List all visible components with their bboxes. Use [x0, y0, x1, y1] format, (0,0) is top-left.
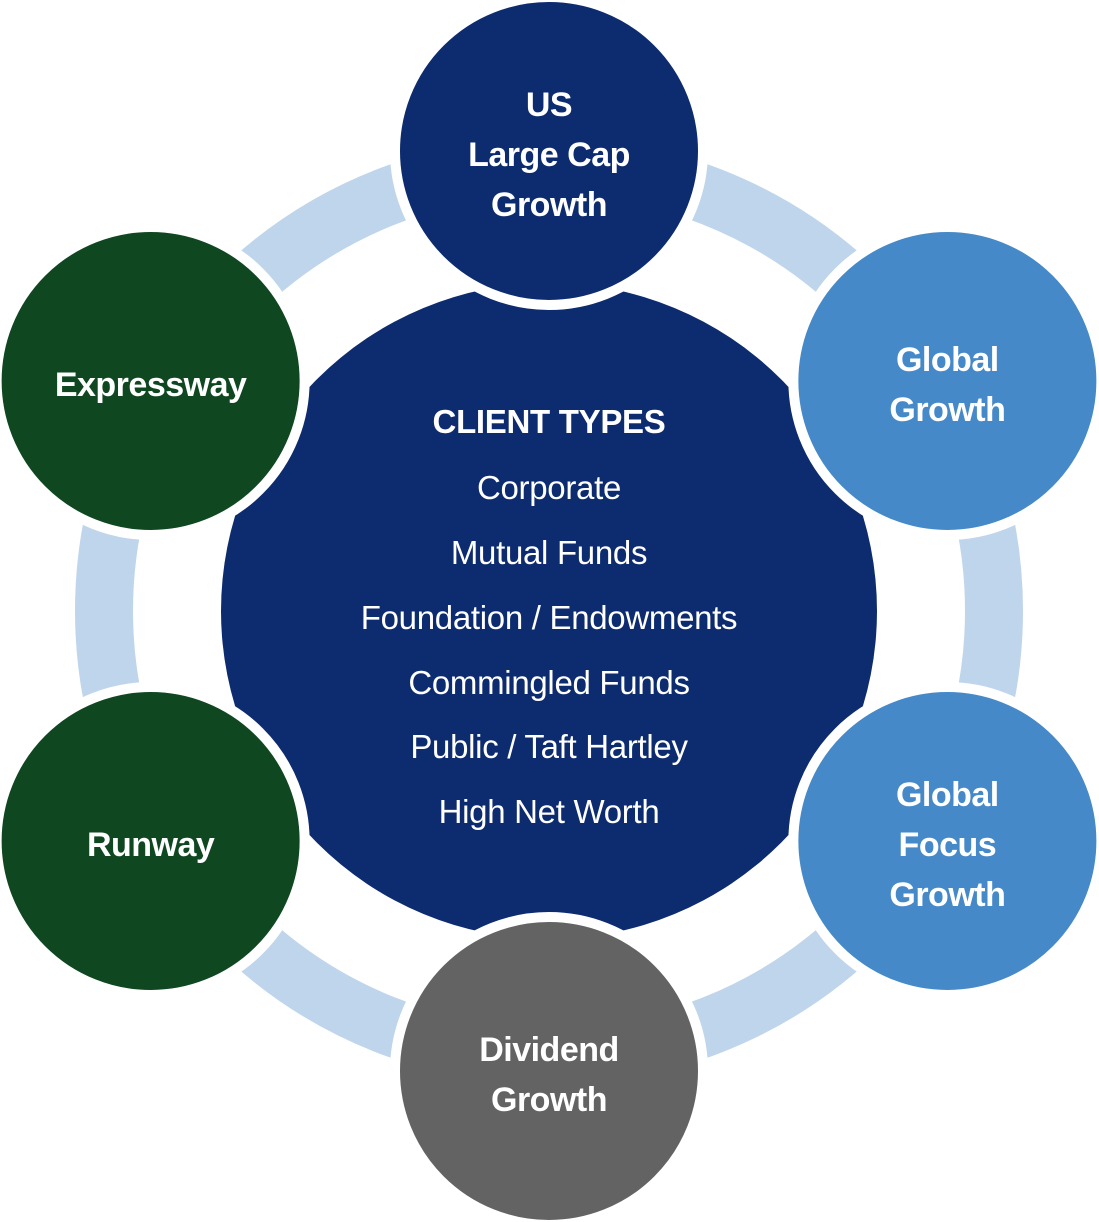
strategy-label-line: Growth: [491, 186, 607, 224]
client-types-list: CLIENT TYPES Corporate Mutual Funds Foun…: [361, 403, 738, 830]
client-type-item: Foundation / Endowments: [361, 599, 738, 636]
strategy-label-line: Growth: [491, 1081, 607, 1119]
client-types-circle: [221, 283, 877, 939]
strategy-label-line: Runway: [87, 826, 215, 864]
strategy-label-line: US: [526, 86, 572, 124]
client-type-item: Mutual Funds: [451, 534, 647, 571]
strategy-label-line: Global: [896, 776, 999, 814]
client-types-title: CLIENT TYPES: [433, 403, 666, 440]
strategy-circle: [0, 682, 310, 1000]
strategy-circle: [0, 222, 310, 540]
strategy-label-line: Growth: [889, 391, 1005, 429]
client-type-item: Commingled Funds: [408, 664, 689, 701]
strategy-node-runway: Runway: [0, 682, 310, 1000]
strategy-circle: [788, 682, 1099, 1000]
strategy-circle: [390, 0, 708, 310]
strategy-label-line: Large Cap: [468, 136, 630, 174]
strategy-circle: [788, 222, 1099, 540]
client-type-item: Public / Taft Hartley: [410, 728, 688, 765]
strategy-node-expressway: Expressway: [0, 222, 310, 540]
strategy-circle: [390, 912, 708, 1222]
strategy-label-line: Dividend: [479, 1031, 619, 1069]
client-type-item: Corporate: [477, 469, 621, 506]
client-type-item: High Net Worth: [439, 793, 660, 830]
strategy-label-line: Expressway: [55, 366, 247, 404]
strategy-label-line: Global: [896, 341, 999, 379]
strategy-label-line: Growth: [889, 876, 1005, 914]
strategy-label-line: Focus: [899, 826, 997, 864]
